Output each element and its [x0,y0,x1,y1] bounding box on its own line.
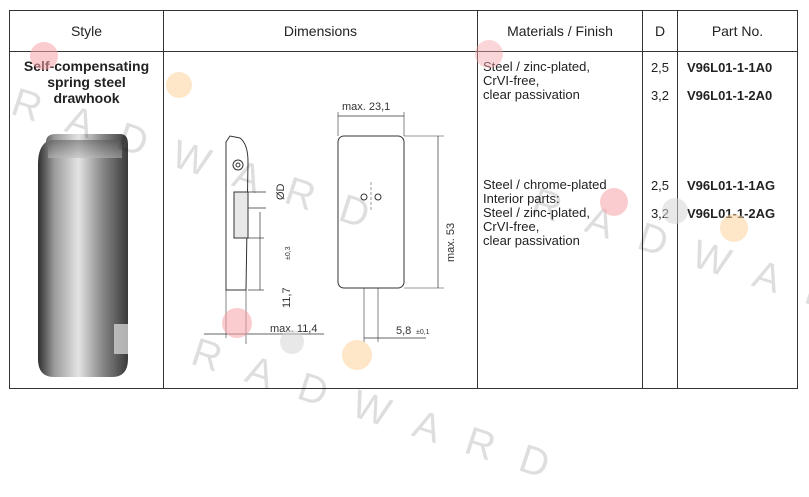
materials-group-1: Steel / zinc-plated, CrVI-free, clear pa… [483,60,590,102]
product-spec-sheet: Style Dimensions Materials / Finish D Pa… [9,10,798,390]
part-number: V96L01-1-2AG [687,206,776,221]
materials-line: Steel / zinc-plated, [483,205,590,220]
d-value: 2,5 [650,60,670,75]
header-materials: Materials / Finish [477,10,643,52]
style-title-line-3: drawhook [53,90,120,106]
materials-line: Steel / chrome-plated [483,177,607,192]
part-number: V96L01-1-2A0 [687,88,773,103]
header-part-no: Part No. [677,10,798,52]
dimension-drawing: max. 23,1 max. 53 ØD 11,7 ±0,3 max. 11,4… [204,101,457,344]
d-cell: 2,5 3,2 2,5 3,2 [642,51,678,389]
header-d: D [642,10,678,52]
header-style: Style [9,10,164,52]
d-value: 3,2 [650,88,670,103]
diameter-label: ØD [275,183,287,200]
hole-offset-tolerance: ±0,3 [285,246,292,260]
d-value: 2,5 [650,178,670,193]
part-number-cell: V96L01-1-1A0 V96L01-1-2A0 V96L01-1-1AG V… [677,51,798,389]
product-row: Self-compensating spring steel drawhook [9,51,798,389]
hole-spacing-tolerance: ±0,1 [416,329,430,336]
d-value: 3,2 [650,206,670,221]
header-dimensions: Dimensions [163,10,478,52]
height-label: max. 53 [445,223,457,262]
max-width-label: max. 23,1 [342,101,390,113]
hole-spacing-label: 5,8 [396,325,411,337]
hole-offset-label: 11,7 [281,287,293,308]
drawhook-photo [38,134,128,377]
part-number: V96L01-1-1A0 [687,60,773,75]
header-row: Style Dimensions Materials / Finish D Pa… [9,10,798,52]
materials-line: CrVI-free, [483,219,540,234]
style-title-line-2: spring steel [47,74,126,90]
materials-group-2: Steel / chrome-plated Interior parts: St… [483,178,607,248]
dimensions-cell: max. 23,1 max. 53 ØD 11,7 ±0,3 max. 11,4… [163,51,478,389]
front-view [337,112,444,342]
spec-table: Style Dimensions Materials / Finish D Pa… [9,10,798,389]
depth-label: max. 11,4 [270,323,318,335]
materials-cell: Steel / zinc-plated, CrVI-free, clear pa… [477,51,643,389]
side-view [204,135,324,344]
style-title-line-1: Self-compensating [23,58,150,74]
part-number: V96L01-1-1AG [687,178,776,193]
materials-line: clear passivation [483,87,580,102]
materials-line: Steel / zinc-plated, [483,59,590,74]
materials-line: Interior parts: [483,191,560,206]
materials-line: clear passivation [483,233,580,248]
materials-line: CrVI-free, [483,73,540,88]
style-cell: Self-compensating spring steel drawhook [9,51,164,389]
